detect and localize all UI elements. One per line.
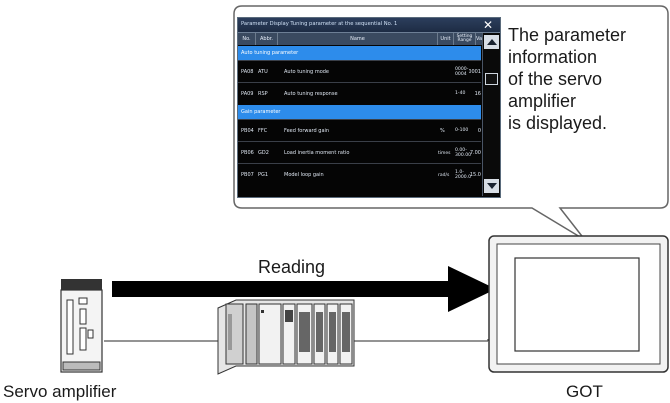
note-line: of the servo (508, 69, 603, 89)
cell-range: 1.0-2000.0 (455, 169, 472, 180)
cell-name: Feed forward gain (284, 128, 330, 134)
cell-range: 0000-0004 (455, 66, 469, 77)
column-header-setting-range: Setting Range (454, 33, 476, 45)
cell-abbr: PG1 (258, 172, 269, 178)
cell-name: Auto tuning mode (284, 69, 329, 75)
cell-no: PB07 (241, 172, 254, 178)
cell-value: 7.00 (469, 150, 481, 156)
cell-name: Auto tuning response (284, 91, 338, 97)
window-title-bar: Parameter Display Tuning parameter at th… (238, 18, 500, 33)
section-label: Auto tuning parameter (241, 50, 299, 56)
parameter-display-window: Parameter Display Tuning parameter at th… (237, 17, 501, 198)
window-title: Parameter Display Tuning parameter at th… (241, 21, 398, 27)
column-header-no: No. (238, 33, 256, 45)
cell-value: 15.0 (469, 172, 481, 178)
table-row[interactable]: PA08 ATU Auto tuning mode 0000-0004 0001 (238, 60, 481, 83)
cell-no: PA08 (241, 69, 254, 75)
plc-module-icon (217, 299, 355, 375)
description-note: The parameter information of the servo a… (508, 24, 658, 134)
cell-name: Model loop gain (284, 172, 324, 178)
cell-unit: times (438, 150, 451, 156)
table-row[interactable]: PB07 PG1 Model loop gain rad/s 1.0-2000.… (238, 163, 481, 186)
cell-no: PB06 (241, 150, 254, 156)
table-row[interactable]: PB06 GD2 Load inertia moment ratio times… (238, 141, 481, 164)
servo-amplifier-icon (60, 279, 103, 373)
cell-range: 0.00-300.00 (455, 147, 472, 158)
section-auto-tuning: Auto tuning parameter (238, 46, 481, 60)
column-header-name: Name (278, 33, 438, 45)
cell-value: 0001 (469, 69, 481, 75)
cell-unit: % (440, 128, 445, 134)
note-line: information (508, 47, 598, 67)
cell-abbr: FFC (258, 128, 268, 134)
table-row[interactable]: PB04 FFC Feed forward gain % 0-100 0 (238, 119, 481, 142)
section-gain: Gain parameter (238, 105, 481, 119)
cell-range: 0-100 (455, 128, 469, 134)
cell-abbr: RSP (258, 91, 268, 97)
close-icon[interactable]: ✕ (482, 18, 494, 32)
note-line: amplifier (508, 91, 577, 111)
note-line: is displayed. (508, 113, 608, 133)
note-line: The parameter (508, 25, 627, 45)
cell-unit: rad/s (438, 172, 450, 178)
scroll-thumb[interactable] (485, 73, 498, 85)
reading-arrow-icon (112, 266, 496, 312)
cell-abbr: ATU (258, 69, 268, 75)
cell-abbr: GD2 (258, 150, 269, 156)
cell-range: 1-40 (455, 91, 466, 97)
table-row[interactable]: PA09 RSP Auto tuning response 1-40 16 (238, 82, 481, 105)
scroll-down-icon[interactable] (484, 179, 499, 193)
reading-label: Reading (258, 257, 326, 277)
got-label: GOT (566, 382, 603, 401)
column-header-abbr: Abbr. (256, 33, 278, 45)
cell-no: PB04 (241, 128, 254, 134)
got-device-icon (488, 235, 669, 373)
servo-amplifier-label: Servo amplifier (3, 382, 117, 401)
cell-no: PA09 (241, 91, 254, 97)
scroll-up-icon[interactable] (484, 35, 499, 49)
cell-name: Load inertia moment ratio (284, 150, 350, 156)
section-label: Gain parameter (241, 109, 281, 115)
cell-value: 0 (477, 128, 481, 134)
scrollbar[interactable] (482, 33, 500, 196)
cell-value: 16 (474, 91, 481, 97)
column-header-unit: Unit (438, 33, 454, 45)
